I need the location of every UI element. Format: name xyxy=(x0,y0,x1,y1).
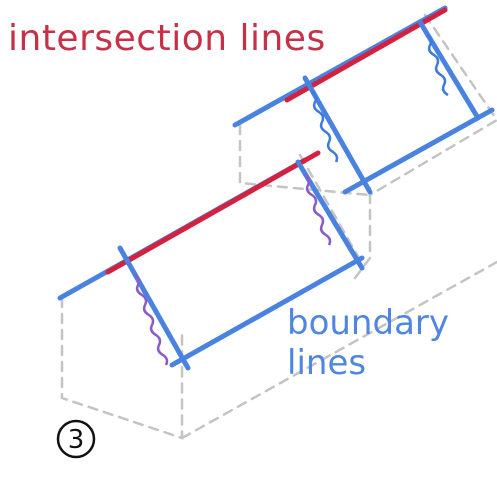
lower-left-wavy-line xyxy=(134,273,169,366)
upper-right-wavy-line xyxy=(426,33,449,97)
upper-intersection-line xyxy=(284,7,448,103)
lower-block xyxy=(57,150,365,371)
boundary-lines-label-line1: boundary xyxy=(287,303,449,343)
intersection-lines-label: intersection lines xyxy=(8,18,326,59)
upper-left-wavy-line xyxy=(311,90,339,163)
boundary-lines-label-line2: lines xyxy=(287,343,367,383)
lower-bottom-boundary-line xyxy=(169,255,365,368)
step-number-badge: 3 xyxy=(56,419,96,459)
lower-right-wavy-line xyxy=(304,173,332,246)
upper-bottom-boundary-line xyxy=(342,107,495,195)
step-number-text: 3 xyxy=(68,425,85,455)
lower-intersection-line xyxy=(105,150,321,275)
upper-block xyxy=(232,5,495,195)
lower-left-boundary-line xyxy=(117,245,191,371)
dashed-outline xyxy=(60,13,497,440)
